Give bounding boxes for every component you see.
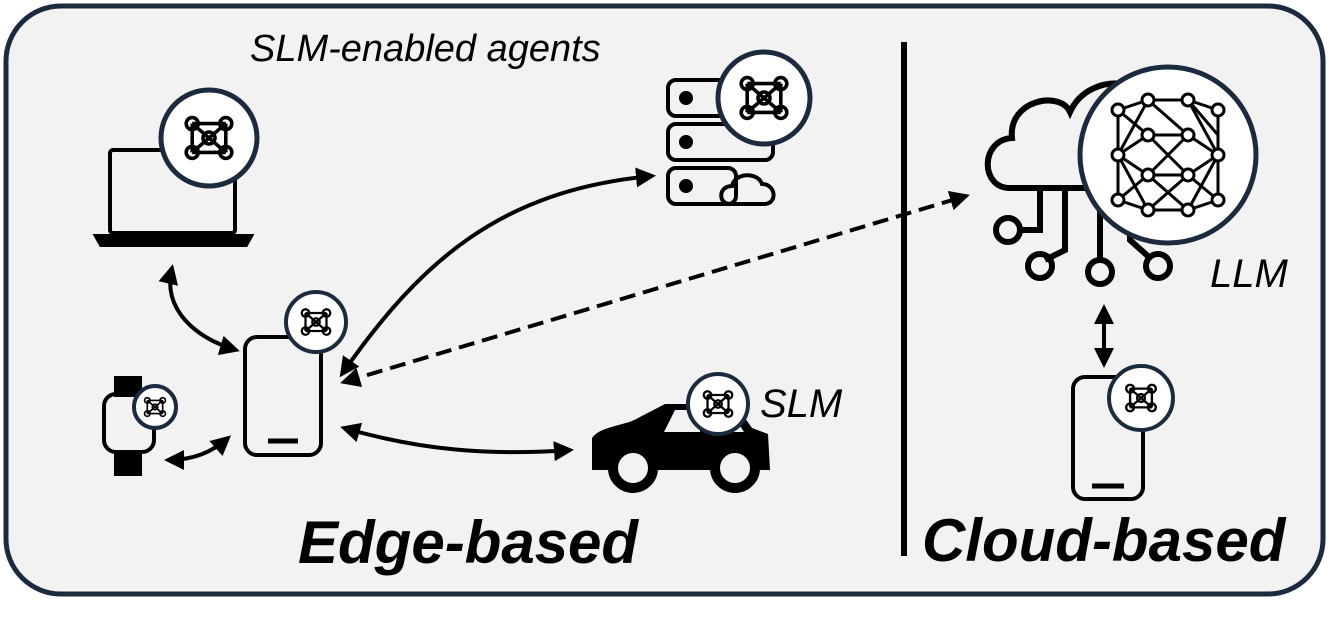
neural-network-icon — [1077, 64, 1259, 246]
watch-phone-arrow — [164, 435, 232, 470]
cloud-based-title: Cloud-based — [922, 507, 1286, 574]
edge-based-title: Edge-based — [298, 509, 639, 576]
phone-car-arrow — [340, 422, 574, 462]
slm-caption: SLM — [760, 382, 843, 426]
slm-agents-caption: SLM-enabled agents — [250, 28, 601, 70]
laptop-icon — [92, 148, 255, 247]
phone-cloud-dashed-arrow — [340, 191, 970, 387]
neural-network-icon — [1107, 364, 1175, 432]
neural-network-icon — [284, 290, 348, 354]
llm-caption: LLM — [1210, 252, 1288, 296]
laptop-phone-arrow — [158, 264, 240, 355]
smartphone-icon — [243, 335, 323, 457]
neural-network-icon — [158, 87, 260, 189]
neural-network-icon — [132, 384, 178, 430]
neural-network-icon — [686, 372, 750, 436]
smartphone-icon — [1071, 375, 1145, 501]
neural-network-icon — [715, 49, 813, 147]
